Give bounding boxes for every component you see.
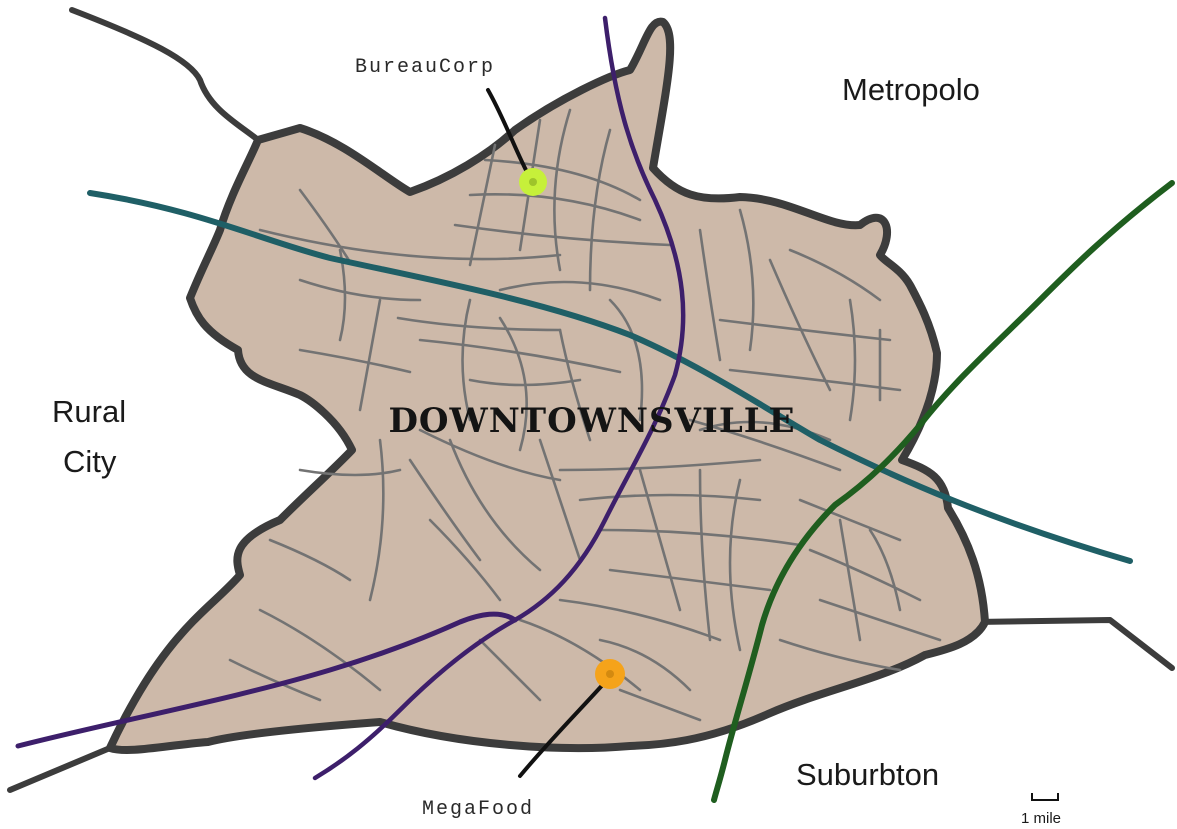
scale-bar-label: 1 mile (1021, 810, 1061, 827)
street (298, 278, 422, 302)
street (808, 548, 922, 602)
street (483, 158, 642, 202)
street (798, 498, 902, 542)
street (778, 638, 902, 672)
street (453, 223, 672, 247)
street (468, 378, 582, 387)
street (258, 608, 382, 692)
street (578, 493, 762, 502)
poi-bureaucorp-leader (486, 88, 532, 180)
street (298, 188, 352, 264)
street (428, 518, 502, 602)
street (268, 538, 352, 582)
street (688, 418, 842, 472)
street (498, 316, 528, 452)
street (258, 228, 562, 261)
street (396, 316, 562, 332)
street (728, 478, 742, 652)
street (848, 298, 857, 422)
street (738, 208, 755, 352)
scale-bar: 1 mile (1021, 793, 1061, 827)
scale-bar-line (1031, 793, 1059, 801)
poi-bureaucorp-label: BureauCorp (355, 56, 495, 79)
street (598, 638, 692, 692)
street (588, 128, 612, 292)
poi-bureaucorp[interactable]: BureauCorp (355, 56, 547, 196)
city-name-label: DOWNTOWNSVILLE (388, 401, 795, 441)
street (538, 438, 582, 562)
poi-megafood[interactable]: MegaFood (422, 659, 625, 821)
region-label-rural: Rural (52, 394, 126, 429)
street (618, 688, 702, 722)
purple-line-branch (15, 611, 518, 749)
street (468, 192, 642, 222)
street (498, 280, 662, 302)
street (768, 258, 832, 392)
road-southwest (7, 745, 113, 793)
poi-megafood-marker-center (606, 670, 614, 678)
street (698, 228, 722, 362)
street (553, 108, 572, 272)
street (298, 348, 412, 374)
street (468, 143, 497, 267)
region-label-city: City (63, 444, 117, 479)
street (408, 458, 482, 562)
street (558, 598, 722, 642)
teal-line (87, 190, 1133, 564)
poi-megafood-label: MegaFood (422, 798, 534, 821)
street (418, 428, 562, 482)
street (558, 458, 762, 472)
street (461, 298, 472, 422)
street (518, 618, 642, 692)
street (608, 568, 772, 592)
street (788, 248, 882, 302)
street (598, 528, 802, 547)
street (718, 318, 892, 342)
street (838, 518, 862, 642)
street (638, 468, 682, 612)
street (698, 468, 712, 642)
street (418, 338, 622, 374)
street (558, 328, 592, 442)
poi-megafood-leader (518, 678, 609, 778)
street (358, 298, 382, 412)
street (228, 658, 322, 702)
street (608, 298, 644, 422)
poi-bureaucorp-marker-center (529, 178, 537, 186)
street-network (228, 108, 942, 722)
region-label-suburbton: Suburbton (796, 757, 939, 792)
street (818, 598, 942, 642)
region-label-metropolo: Metropolo (842, 72, 980, 107)
road-east (972, 617, 1175, 671)
street (298, 468, 402, 477)
street (448, 438, 542, 572)
purple-line (312, 15, 686, 781)
street (478, 638, 542, 702)
boundary-roads (7, 7, 1175, 793)
road-northwest (69, 7, 261, 143)
street (368, 438, 385, 602)
green-line (711, 180, 1175, 803)
street (868, 528, 902, 612)
